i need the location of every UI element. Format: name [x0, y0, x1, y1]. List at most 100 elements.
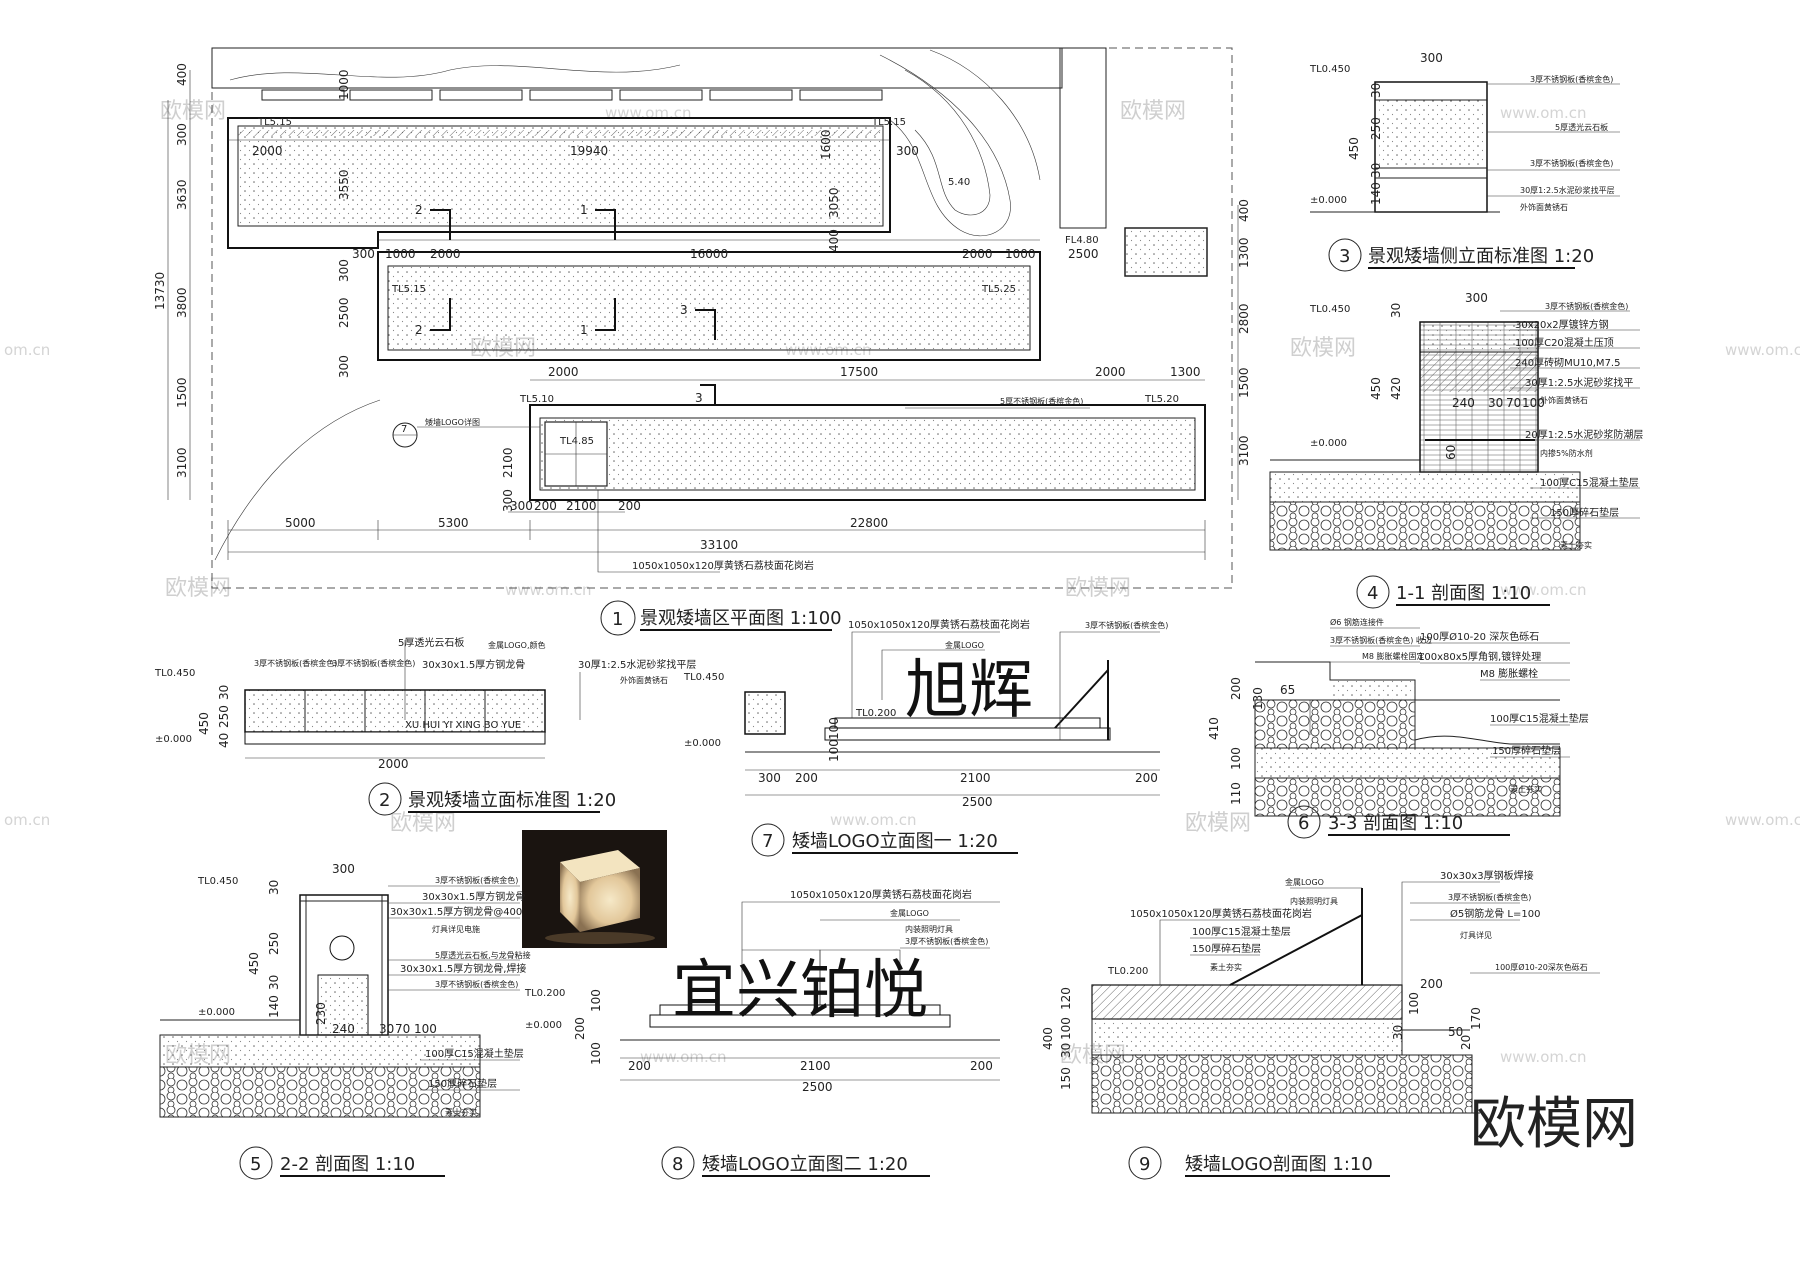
cut-mark: 1	[580, 203, 588, 217]
dim-text: 3100	[175, 447, 189, 478]
dim-text: 300	[510, 499, 533, 513]
logo-note: 3厚不锈钢板(香槟金色)	[905, 936, 988, 946]
elev-mark: TL0.200	[1107, 966, 1148, 977]
drawing-index: 9	[1139, 1154, 1150, 1175]
dim-text: 130	[1251, 687, 1265, 710]
drawing-index: 7	[762, 831, 773, 852]
section-note: 100厚Ø10-20 深灰色砾石	[1420, 630, 1539, 643]
elev-mark: FL4.80	[1065, 235, 1099, 246]
dim-text: 300	[337, 355, 351, 378]
dim-text: 1500	[1237, 367, 1251, 398]
stepping-stones	[261, 89, 883, 101]
dim-text: 70	[1506, 396, 1521, 410]
side-elevation-drawing: TL0.450 ±0.000 300 450 30 250 30 140 3厚不…	[1309, 51, 1620, 272]
drawing-title: 矮墙LOGO立面图一 1:20	[792, 831, 998, 852]
dim-text: 400	[827, 229, 841, 252]
side-note: 3厚不锈钢板(香槟金色)	[1530, 158, 1613, 168]
section-note: 30x30x3厚钢板焊接	[1440, 869, 1534, 882]
section-3-3-drawing: 200 130 65 410 100 110 Ø6 钢筋连接件 3厚不锈钢板(香…	[1207, 617, 1589, 839]
dim-text: 30	[1059, 1043, 1073, 1058]
elev-mark: TL0.200	[855, 708, 896, 719]
watermark-url: www.om.cn	[1500, 1048, 1587, 1066]
elev-mark: ±0.000	[198, 1007, 235, 1018]
dim-text: 2000	[430, 247, 461, 261]
drawing-title: 3-3 剖面图 1:10	[1328, 813, 1463, 834]
dim-text: 40	[217, 733, 231, 748]
section-note: M8 膨胀螺栓固定	[1362, 651, 1425, 661]
section-note: 5厚透光云石板,与龙骨粘接	[435, 950, 531, 960]
dim-text: 120	[1059, 987, 1073, 1010]
dim-text: 2000	[548, 365, 579, 379]
dim-text: 2000	[378, 757, 409, 771]
dim-text: 2500	[337, 297, 351, 328]
dim-text: 400	[175, 63, 189, 86]
section-note: 1050x1050x120厚黄锈石荔枝面花岗岩	[1130, 907, 1312, 920]
drawing-title: 矮墙LOGO剖面图 1:10	[1185, 1154, 1373, 1175]
watermark-url: www.om.cn	[605, 104, 692, 122]
dim-text: 19940	[570, 144, 608, 158]
section-note: 100厚C15混凝土垫层	[1490, 712, 1589, 725]
cut-mark: 2	[415, 323, 423, 337]
cut-mark: 2	[415, 203, 423, 217]
section-note: 灯具详见	[1460, 930, 1492, 940]
section-note: 30厚1:2.5水泥砂浆找平	[1525, 376, 1633, 389]
dim-text: 200	[1135, 771, 1158, 785]
dim-text: 300	[896, 144, 919, 158]
dim-text: 60	[1444, 445, 1458, 460]
section-note: 240厚砖砌MU10,M7.5	[1515, 356, 1620, 369]
drawing-index: 2	[379, 790, 390, 811]
dim-text: 100	[414, 1022, 437, 1036]
elev-mark: ±0.000	[525, 1020, 562, 1031]
section-note: 100x80x5厚角钢,镀锌处理	[1418, 650, 1541, 663]
dim-text: 300	[175, 123, 189, 146]
elev-mark: ±0.000	[1310, 438, 1347, 449]
section-1-1-drawing: TL0.450 ±0.000 300 30 450 420 240 30 70 …	[1269, 291, 1643, 609]
section-note: 3厚不锈钢板(香槟金色)	[1448, 892, 1531, 902]
watermark-url: www.om.cn	[1500, 581, 1587, 599]
dim-text: 200	[534, 499, 557, 513]
dim-text: 17500	[840, 365, 878, 379]
section-note: 30x30x1.5厚方钢龙骨,焊接	[400, 962, 526, 975]
std-note: 30厚1:2.5水泥砂浆找平层	[578, 658, 696, 671]
elev-mark: TL5.10	[519, 394, 554, 405]
logo-elevation-2-drawing: 宜兴铂悦 TL0.200 ±0.000 200 2100 200 2500 10…	[524, 888, 1000, 1180]
watermark-url: www.om.cn	[505, 581, 592, 599]
std-note: 金属LOGO,颜色	[488, 640, 546, 650]
dim-text: 300	[1465, 291, 1488, 305]
cut-mark: 3	[680, 303, 688, 317]
logo-ref-index: 7	[401, 424, 407, 435]
elev-mark: TL0.450	[154, 668, 195, 679]
dim-text: 200	[970, 1059, 993, 1073]
dim-text: 200	[618, 499, 641, 513]
dim-text: 100	[1522, 396, 1545, 410]
brand-watermark: 欧模网	[1470, 1092, 1638, 1157]
section-note: 150厚碎石垫层	[1192, 942, 1261, 955]
dim-text: 150	[1059, 1067, 1073, 1090]
drawing-title: 景观矮墙侧立面标准图 1:20	[1368, 246, 1594, 267]
watermark-url-edge: om.cn	[4, 341, 50, 359]
section-note: 素土夯实	[1510, 784, 1542, 794]
watermark-url: www.om.cn	[1500, 104, 1587, 122]
dim-text: 30	[1369, 163, 1383, 178]
dim-text: 30	[379, 1022, 394, 1036]
section-note: Ø6 钢筋连接件	[1330, 617, 1384, 627]
section-note: 素土夯实	[1560, 540, 1592, 550]
elev-mark: TL5.20	[1144, 394, 1179, 405]
drawing-title: 景观矮墙区平面图 1:100	[640, 608, 842, 629]
dim-text: 300	[352, 247, 375, 261]
dim-text: 3800	[175, 287, 189, 318]
logo-note: 1050x1050x120厚黄锈石荔枝面花岗岩	[848, 618, 1030, 631]
dim-text: 100	[1229, 747, 1243, 770]
dim-text: 3050	[827, 187, 841, 218]
dim-text: 30	[1389, 303, 1403, 318]
plan-note: 1050x1050x120厚黄锈石荔枝面花岗岩	[632, 559, 814, 572]
elev-mark: TL0.450	[1309, 64, 1350, 75]
side-note: 3厚不锈钢板(香槟金色)	[1530, 74, 1613, 84]
dim-text: 420	[1389, 377, 1403, 400]
dim-text: 300	[337, 259, 351, 282]
dim-text: 30	[267, 880, 281, 895]
dim-text: 140	[1369, 182, 1383, 205]
wall-text: XU HUI YI XING BO YUE	[405, 720, 521, 731]
cut-mark: 3	[695, 391, 703, 405]
